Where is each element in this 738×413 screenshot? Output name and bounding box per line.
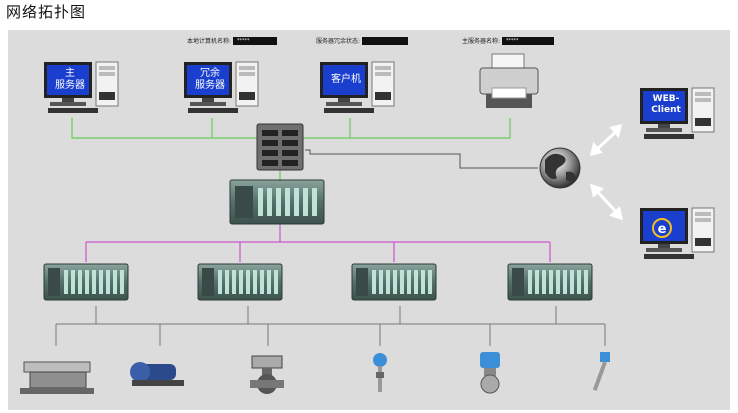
page-title: 网络拓扑图	[6, 3, 87, 21]
profibus-lines	[85, 224, 551, 262]
local-computer-status: 本地计算机名称: *****	[187, 36, 278, 45]
main-server-label-line2: 服务器	[55, 80, 85, 91]
web-client-label: WEB- Client	[645, 94, 687, 116]
local-computer-value: *****	[233, 36, 278, 45]
client-label: 客户机	[325, 74, 367, 86]
web-client-label-line2: Client	[651, 105, 681, 115]
remote-io-station-3	[351, 263, 437, 301]
remote-io-station-4	[507, 263, 593, 301]
ethernet-switch-icon	[256, 123, 304, 171]
redundant-server-label: 冗余 服务器	[189, 68, 231, 92]
main-plc-icon	[229, 179, 325, 225]
internet-globe-icon	[539, 147, 581, 189]
redundancy-value	[362, 36, 409, 45]
remote-io-station-2	[197, 263, 283, 301]
main-server-label: 主服务器名称:	[462, 38, 501, 45]
local-computer-label: 本地计算机名称:	[187, 38, 232, 45]
client-label-line1: 客户机	[331, 74, 361, 85]
ie-icon: e	[652, 218, 672, 238]
web-arrows	[589, 123, 624, 221]
main-server-value: *****	[502, 36, 555, 45]
field-lines	[55, 306, 606, 346]
redundancy-label: 服务器冗余状态:	[316, 38, 361, 45]
valve-icon	[250, 355, 284, 394]
redundant-server-label-line2: 服务器	[195, 80, 225, 91]
redundant-server-label-line1: 冗余	[200, 68, 220, 79]
client-computer[interactable]	[319, 61, 395, 114]
svg-text:e: e	[658, 222, 667, 237]
redundancy-status: 服务器冗余状态:	[316, 36, 409, 45]
main-server-label: 主 服务器	[49, 68, 91, 92]
web-client-ie-computer[interactable]	[639, 207, 715, 260]
pressure-transmitter-icon	[480, 352, 500, 394]
printer-icon	[479, 53, 539, 108]
internet-line	[305, 149, 538, 169]
main-server-status: 主服务器名称: *****	[462, 36, 555, 45]
remote-io-station-1	[43, 263, 129, 301]
diagram-panel	[8, 30, 730, 410]
level-sensor-icon	[592, 352, 610, 391]
weighing-scale-icon	[20, 361, 94, 394]
pump-icon	[130, 362, 184, 386]
temperature-sensor-icon	[373, 353, 387, 392]
main-server-label-line1: 主	[65, 68, 75, 79]
web-client-label-line1: WEB-	[652, 94, 680, 104]
